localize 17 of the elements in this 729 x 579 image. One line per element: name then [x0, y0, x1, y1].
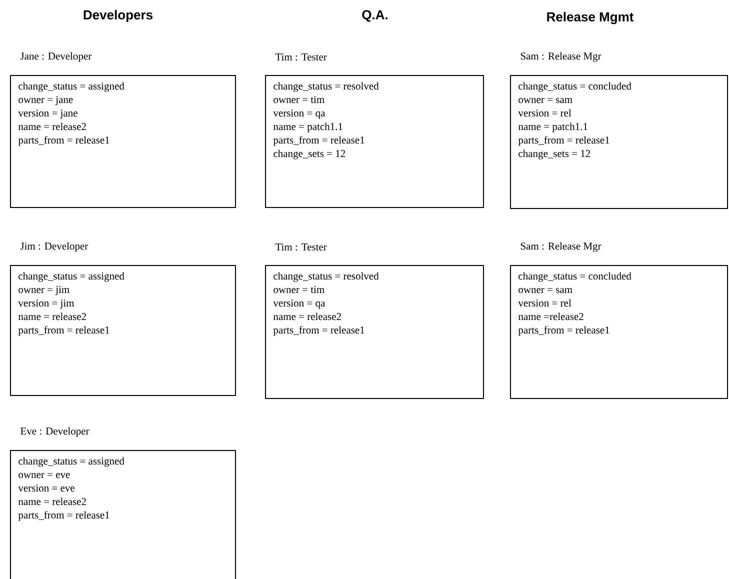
column-title: Release Mgmt — [547, 12, 634, 24]
column-title: Developers — [84, 10, 152, 22]
object-heading: Sam : Release Mgr — [520, 52, 602, 62]
object-box: change_status = concluded owner = sam version = rel name =release2 parts_from = release1 — [510, 265, 728, 399]
column-title: Q.A. — [362, 10, 388, 22]
object-box: change_status = concluded owner = sam version = rel name = patch1.1 parts_from = release1 change_sets = 12 — [510, 75, 728, 209]
object-box: change_status = resolved owner = tim version = qa name = release2 parts_from = release1 — [265, 265, 484, 399]
object-box: change_status = assigned owner = jane version = jane name = release2 parts_from = release1 — [10, 75, 236, 208]
object-heading: Eve : Developer — [20, 427, 90, 437]
object-box: change_status = assigned owner = jim version = jim name = release2 parts_from = release1 — [10, 265, 236, 396]
object-heading: Jim : Developer — [20, 242, 88, 252]
object-box: change_status = resolved owner = tim version = qa name = patch1.1 parts_from = release1 change_sets = 12 — [265, 75, 484, 208]
object-heading: Tim : Tester — [275, 243, 327, 251]
object-heading: Sam : Release Mgr — [520, 242, 602, 252]
object-heading: Tim : Tester — [275, 53, 327, 61]
object-box: change_status = assigned owner = eve version = eve name = release2 parts_from = release1 — [10, 450, 236, 579]
object-heading: Jane : Developer — [20, 52, 92, 62]
